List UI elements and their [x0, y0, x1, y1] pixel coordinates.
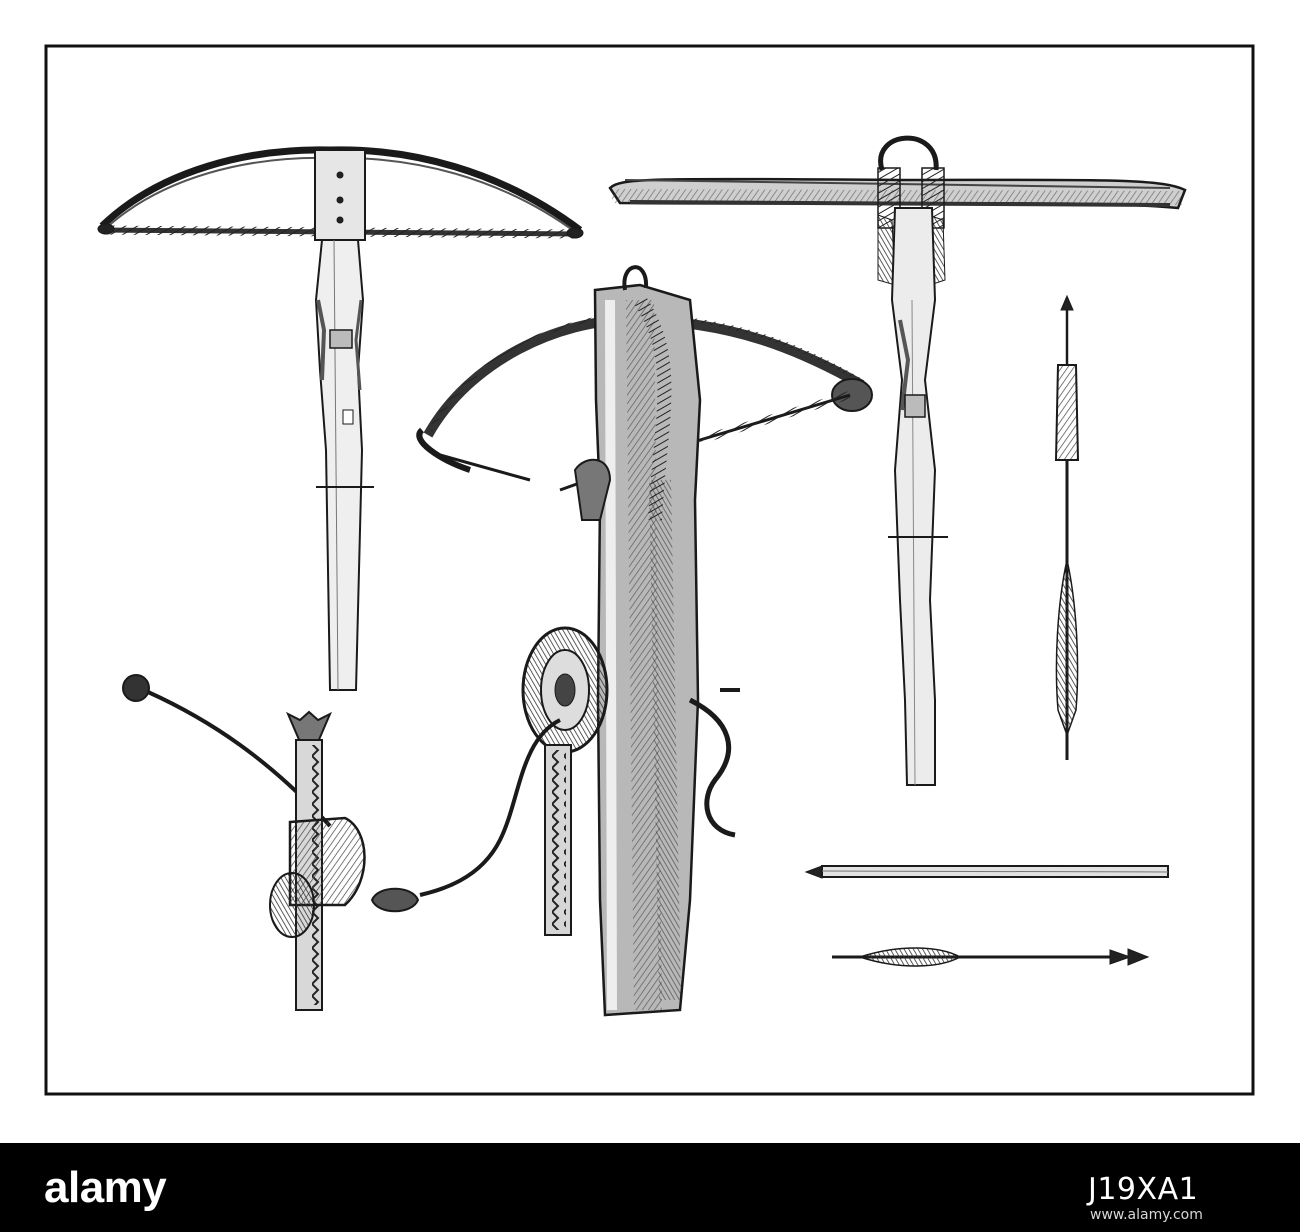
- image-id-label: J19XA1: [1088, 1172, 1199, 1207]
- bolt-vertical: [1054, 294, 1080, 760]
- bolt-fletched: [832, 947, 1150, 967]
- crossbow-center-with-cranequin: [370, 265, 873, 1017]
- bolt-plain: [804, 865, 1169, 879]
- alamy-logo: alamy: [44, 1163, 167, 1212]
- cranequin-winder: [122, 674, 366, 1011]
- website-url: www.alamy.com: [1090, 1207, 1203, 1223]
- crossbow-left: [97, 146, 584, 691]
- crossbow-right: [608, 135, 1187, 786]
- engraving-frame: [44, 44, 1255, 1096]
- watermark-banner: [0, 1143, 1300, 1232]
